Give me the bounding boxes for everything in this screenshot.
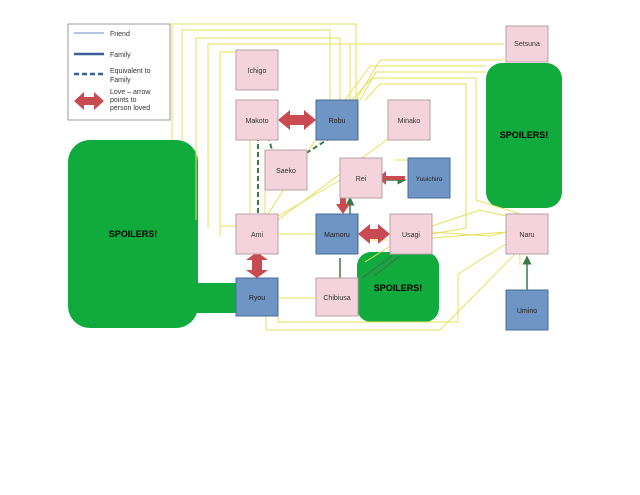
character-ami: Ami	[235, 213, 279, 255]
character-naru: Naru	[505, 213, 549, 255]
character-rei: Rei	[339, 157, 383, 199]
spoiler-label-left: SPOILERS!	[109, 229, 158, 239]
character-usagi: Usagi	[389, 213, 433, 255]
character-chibiusa-label: Chibiusa	[323, 295, 350, 302]
character-ryou: Ryou	[235, 277, 279, 317]
character-makoto-label: Makoto	[246, 118, 269, 125]
legend-love-label-2: points to	[110, 97, 137, 104]
love-arrow-mamoru-usagi	[358, 224, 390, 244]
character-saeko: Saeko	[264, 149, 308, 191]
love-arrow-rei-mamoru	[336, 192, 350, 214]
spoiler-block-left	[68, 140, 198, 328]
spoiler-connector-left	[196, 283, 240, 313]
legend-equivalent-label-1: Equivalent to	[110, 68, 151, 75]
character-robu-label: Robu	[329, 118, 346, 125]
character-minako: Minako	[387, 99, 431, 141]
character-ryou-label: Ryou	[249, 295, 265, 302]
spoiler-label-center: SPOILERS!	[374, 283, 423, 293]
character-umino: Umino	[505, 289, 549, 331]
character-yuuichiro-label: Yuuichiro	[416, 176, 443, 183]
character-yuuichiro: Yuuichiro	[407, 157, 451, 199]
character-ichigo: Ichigo	[235, 49, 279, 91]
spoiler-label-right: SPOILERS!	[500, 130, 549, 140]
legend-love-label-3: person loved	[110, 105, 150, 112]
character-makoto: Makoto	[235, 99, 279, 141]
legend-love-arrow	[74, 92, 104, 110]
spoiler-block-center	[357, 252, 439, 322]
legend-love-label-1: Love – arrow	[110, 89, 151, 96]
legend-family-label: Family	[110, 52, 131, 59]
character-usagi-label: Usagi	[402, 232, 420, 239]
legend: Friend Family Equivalent to Family Love …	[67, 23, 171, 121]
character-setsuna-label: Setsuna	[514, 41, 540, 48]
love-arrow-yuuichiro-rei	[378, 171, 405, 185]
character-robu: Robu	[315, 99, 359, 141]
character-mamoru: Mamoru	[315, 213, 359, 255]
love-arrows	[246, 110, 405, 278]
character-ichigo-label: Ichigo	[248, 68, 267, 75]
character-naru-label: Naru	[519, 232, 534, 239]
character-chibiusa: Chibiusa	[315, 277, 359, 317]
character-setsuna: Setsuna	[505, 25, 549, 63]
love-arrow-makoto-robu	[278, 110, 316, 130]
character-saeko-label: Saeko	[276, 168, 296, 175]
legend-equivalent-label-2: Family	[110, 77, 131, 84]
love-arrow-ami-ryou	[246, 252, 268, 278]
spoiler-block-right	[486, 63, 562, 208]
character-mamoru-label: Mamoru	[324, 232, 350, 239]
legend-friend-label: Friend	[110, 31, 130, 38]
character-umino-label: Umino	[517, 308, 537, 315]
character-ami-label: Ami	[251, 232, 264, 239]
character-rei-label: Rei	[356, 176, 367, 183]
character-minako-label: Minako	[398, 118, 421, 125]
